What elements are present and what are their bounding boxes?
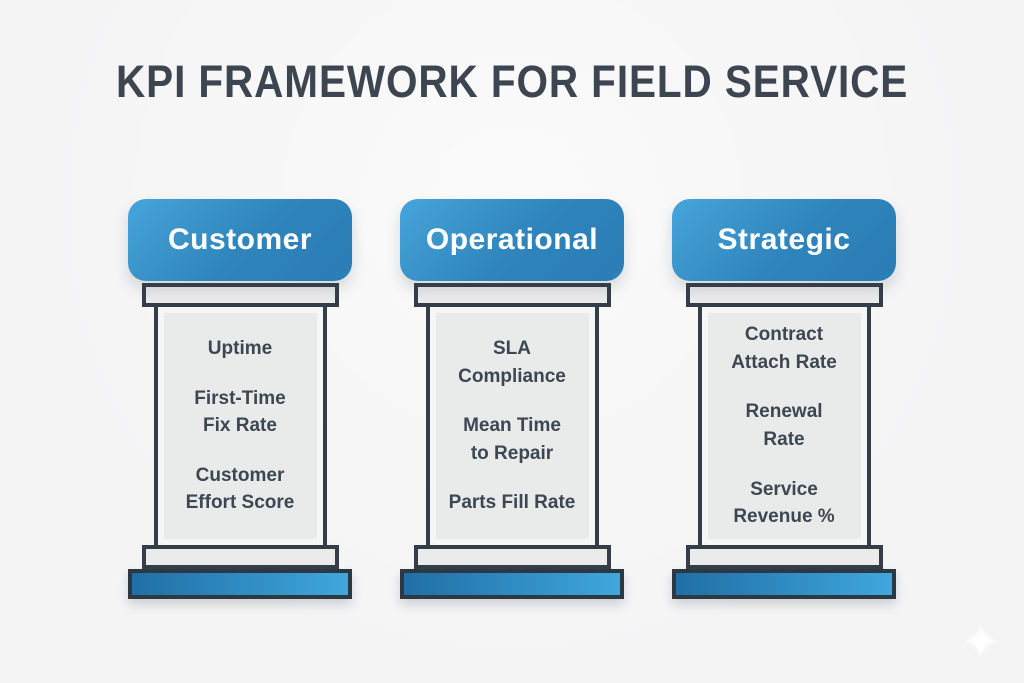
pillar-base-blue (672, 569, 896, 599)
kpi-item: Service Revenue % (733, 478, 835, 528)
pillar-header-customer: Customer (128, 199, 352, 281)
pillar-base-gray (413, 545, 611, 569)
kpi-item: Contract Attach Rate (731, 324, 837, 373)
kpi-item: Customer Effort Score (185, 464, 295, 514)
kpi-item: First-Time Fix Rate (194, 387, 286, 437)
pillar-header-strategic: Strategic (672, 199, 896, 281)
pillar-row: Customer Uptime First-Time Fix Rate Cust… (0, 199, 1024, 599)
pillar-capital (685, 283, 883, 307)
kpi-item: Renewal Rate (745, 401, 823, 450)
kpi-item: Parts Fill Rate (448, 492, 576, 514)
pillar-shaft-strategic: Contract Attach Rate Renewal Rate Servic… (697, 307, 871, 545)
pillar-customer: Customer Uptime First-Time Fix Rate Cust… (128, 199, 352, 599)
pillar-operational: Operational SLA Compliance Mean Time to … (400, 199, 624, 599)
pillar-strategic: Strategic Contract Attach Rate Renewal R… (672, 199, 896, 599)
pillar-capital (413, 283, 611, 307)
title-container: KPI FRAMEWORK FOR FIELD SERVICE (0, 56, 1024, 108)
kpi-item: Mean Time to Repair (463, 415, 561, 464)
kpi-item: SLA Compliance (458, 338, 566, 387)
kpi-item: Uptime (207, 338, 273, 360)
sparkle-icon: ✦ (961, 616, 1000, 668)
pillar-header-operational: Operational (400, 199, 624, 281)
pillar-shaft-operational: SLA Compliance Mean Time to Repair Parts… (425, 307, 599, 545)
pillar-base-gray (685, 545, 883, 569)
pillar-base-gray (141, 545, 339, 569)
page-title: KPI FRAMEWORK FOR FIELD SERVICE (115, 56, 909, 107)
pillar-base-blue (400, 569, 624, 599)
pillar-shaft-customer: Uptime First-Time Fix Rate Customer Effo… (153, 307, 327, 545)
pillar-capital (141, 283, 339, 307)
pillar-base-blue (128, 569, 352, 599)
